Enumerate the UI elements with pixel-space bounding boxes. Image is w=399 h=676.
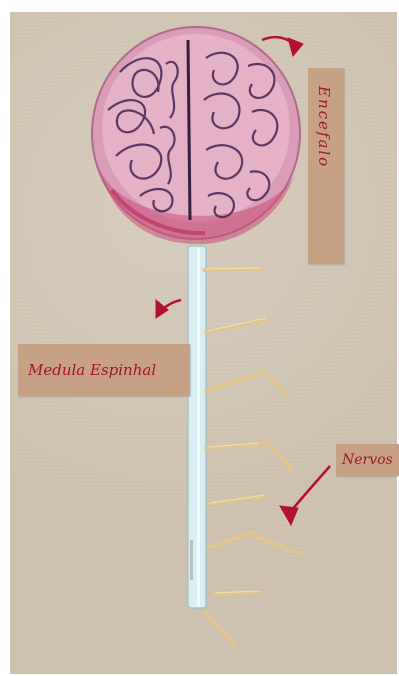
label-encefalo: Encefalo (308, 68, 344, 264)
straw-spinal-cord-icon (188, 246, 206, 608)
label-nervos: Nervos (336, 444, 399, 476)
label-medula-text: Medula Espinhal (28, 361, 156, 379)
toothpick-nerve-icon (204, 269, 300, 646)
label-encefalo-text: Encefalo (315, 86, 333, 168)
brain-drawing-icon (92, 27, 300, 244)
label-nervos-text: Nervos (342, 452, 393, 468)
label-medula-espinhal: Medula Espinhal (18, 344, 190, 396)
